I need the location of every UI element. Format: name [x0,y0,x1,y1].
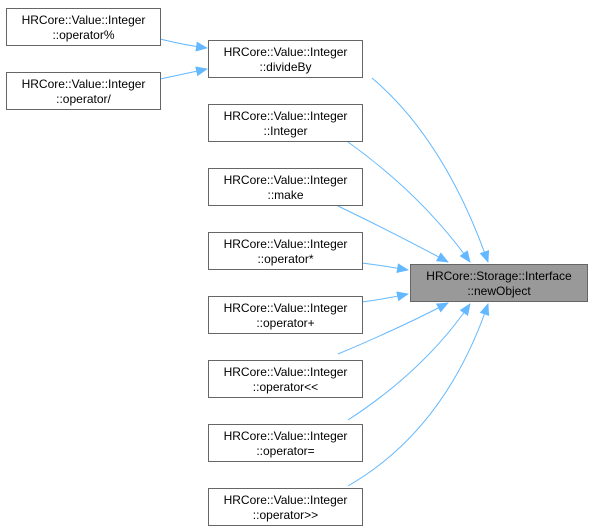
node-box [208,40,363,78]
edges-layer [159,38,490,487]
node-box [208,168,363,206]
node-integer[interactable]: HRCore::Value::Integer::Integer [208,104,363,142]
node-label-line2: ::make [267,188,303,202]
node-target-newobject[interactable]: HRCore::Storage::Interface::newObject [410,264,588,302]
node-plus[interactable]: HRCore::Value::Integer::operator+ [208,296,363,334]
node-label-line2: ::newObject [467,284,531,298]
node-label-line2: ::divideBy [259,60,311,74]
edge-n_make-to-n_target [337,205,449,263]
node-label-line1: HRCore::Value::Integer [224,365,348,379]
node-label-line1: HRCore::Value::Integer [224,301,348,315]
node-label-line2: ::operator>> [253,508,318,522]
node-label-line1: HRCore::Storage::Interface [426,269,572,283]
node-box [208,360,363,398]
node-label-line2: ::operator% [52,28,114,42]
node-make[interactable]: HRCore::Value::Integer::make [208,168,363,206]
node-mod[interactable]: HRCore::Value::Integer::operator% [6,8,161,46]
node-shl[interactable]: HRCore::Value::Integer::operator<< [208,360,363,398]
edge-n_plus-to-n_target [361,291,409,303]
node-divideBy[interactable]: HRCore::Value::Integer::divideBy [208,40,363,78]
node-label-line1: HRCore::Value::Integer [224,429,348,443]
node-label-line1: HRCore::Value::Integer [22,77,146,91]
node-assign[interactable]: HRCore::Value::Integer::operator= [208,424,363,462]
node-box [208,488,363,526]
node-label-line1: HRCore::Value::Integer [224,493,348,507]
node-label-line2: ::operator* [257,252,313,266]
node-mul[interactable]: HRCore::Value::Integer::operator* [208,232,363,270]
node-label-line2: ::operator= [256,444,314,458]
node-div_op[interactable]: HRCore::Value::Integer::operator/ [6,72,161,110]
node-label-line2: ::operator/ [56,92,111,106]
node-label-line1: HRCore::Value::Integer [22,13,146,27]
node-shr[interactable]: HRCore::Value::Integer::operator>> [208,488,363,526]
node-box [208,232,363,270]
node-label-line2: ::operator<< [253,380,318,394]
node-label-line1: HRCore::Value::Integer [224,109,348,123]
edge-n_mod-to-n_divideBy [159,38,208,52]
node-box [208,424,363,462]
node-box [208,296,363,334]
node-box [208,104,363,142]
node-label-line2: ::Integer [263,124,307,138]
edge-n_shl-to-n_target [337,302,449,355]
node-label-line1: HRCore::Value::Integer [224,45,348,59]
node-label-line1: HRCore::Value::Integer [224,173,348,187]
node-label-line1: HRCore::Value::Integer [224,237,348,251]
edge-n_assign-to-n_target [347,303,471,421]
node-box [6,72,161,110]
edge-n_divideBy-to-n_target [371,77,490,263]
edge-n_integer-to-n_target [347,141,471,263]
node-label-line2: ::operator+ [256,316,314,330]
edge-n_shr-to-n_target [347,303,490,487]
edge-n_div_op-to-n_divideBy [159,66,208,80]
node-box [6,8,161,46]
nodes-layer: HRCore::Value::Integer::operator%HRCore:… [6,8,588,526]
node-box [410,264,588,302]
edge-n_mul-to-n_target [361,262,409,274]
